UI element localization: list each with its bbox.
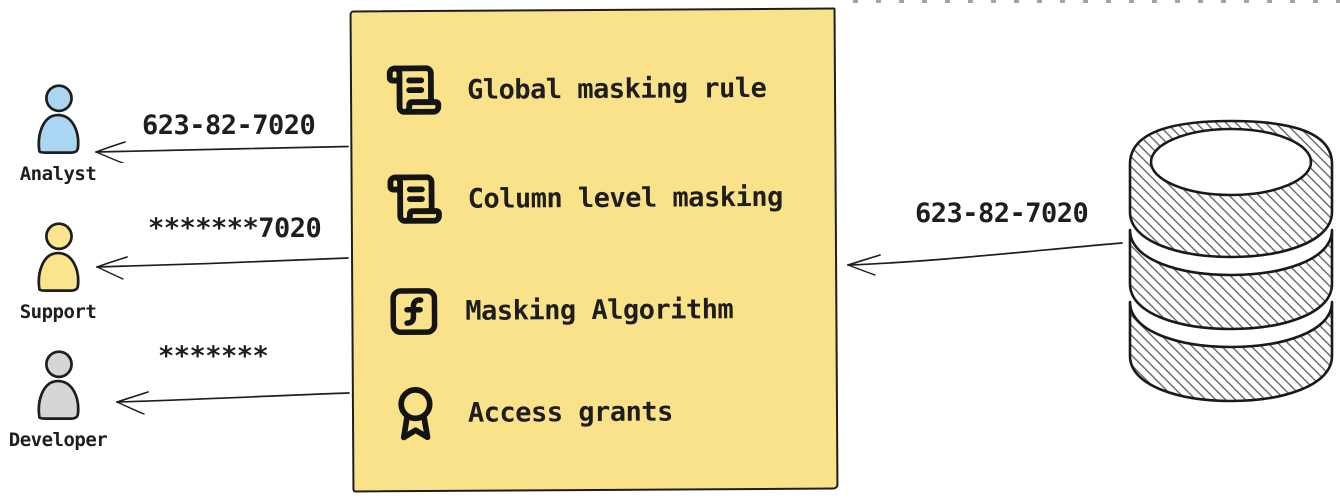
masking-box-row: Masking Algorithm (386, 279, 733, 341)
masking-item-label: Access grants (467, 396, 673, 429)
masking-item-label: Global masking rule (466, 72, 767, 106)
person-icon (37, 350, 80, 420)
masking-item-label: Masking Algorithm (465, 293, 734, 327)
masking-box-row: Access grants (387, 382, 673, 444)
persona-support: Support (0, 222, 116, 323)
persona-analyst: Analyst (0, 84, 116, 185)
support-flow-value: *******7020 (148, 213, 322, 244)
database-flow-value: 623-82-7020 (915, 198, 1089, 229)
masking-box-row: Global masking rule (385, 58, 767, 120)
persona-label: Analyst (19, 163, 97, 185)
analyst-flow-value: 623-82-7020 (142, 110, 316, 141)
scroll-text-icon (386, 65, 442, 115)
function-square-icon (390, 287, 438, 335)
masking-rules-box: Global masking rule Column level masking… (349, 7, 839, 493)
arrow-to-analyst (95, 141, 349, 163)
persona-label: Support (19, 301, 97, 323)
database-icon (1128, 119, 1334, 403)
persona-label: Developer (8, 429, 108, 451)
person-icon (37, 222, 80, 292)
arrow-to-support (96, 256, 349, 280)
persona-developer: Developer (0, 350, 116, 451)
arrow-from-database (847, 242, 1123, 276)
developer-flow-value: ******* (158, 341, 269, 372)
masking-item-label: Column level masking (467, 181, 783, 215)
person-icon (37, 84, 80, 154)
scroll-text-icon (387, 174, 442, 224)
arrow-to-developer (116, 391, 350, 415)
masking-box-row: Column level masking (386, 167, 783, 229)
award-icon (398, 386, 433, 440)
dashed-guide-line (853, 0, 1340, 3)
